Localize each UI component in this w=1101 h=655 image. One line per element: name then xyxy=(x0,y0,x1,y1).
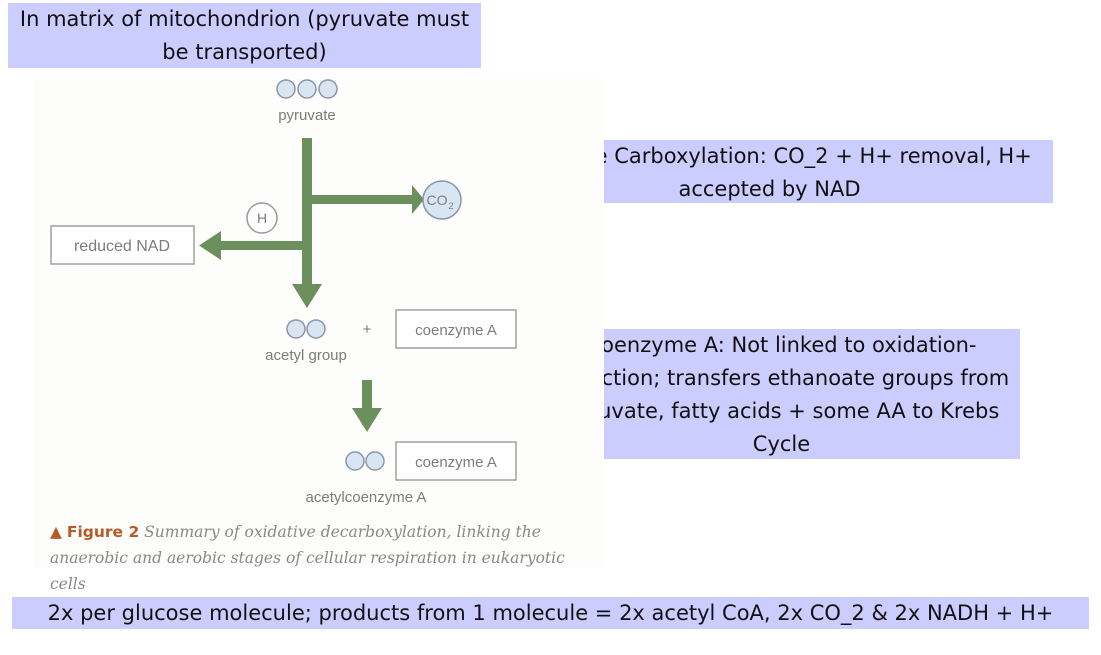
hydrogen-label: H xyxy=(257,210,267,226)
plus-sign: + xyxy=(363,321,372,338)
co2-label: CO xyxy=(427,192,448,208)
note-matrix-location: In matrix of mitochondrion (pyruvate mus… xyxy=(8,3,481,68)
figure-label: Figure 2 xyxy=(66,523,140,541)
figure-caption: ▲ Figure 2 Summary of oxidative decarbox… xyxy=(50,519,600,597)
co2-branch-arrow xyxy=(312,185,424,214)
second-down-arrow xyxy=(352,380,382,432)
caption-text: Summary of oxidative decarboxylation, li… xyxy=(50,523,565,593)
coenzyme-a-label-bottom: coenzyme A xyxy=(415,454,497,471)
pyruvate-molecule-icon xyxy=(276,79,338,99)
hydrogen-icon: H xyxy=(246,202,278,234)
pyruvate-label: pyruvate xyxy=(278,107,336,124)
acetylcoenzyme-a-label: acetylcoenzyme A xyxy=(306,489,427,506)
oxidative-decarboxylation-diagram: pyruvate CO 2 H reduced NAD xyxy=(50,79,517,506)
note-coenzyme-a: Coenzyme A: Not linked to oxidation-redu… xyxy=(543,329,1020,459)
reduced-nad-box xyxy=(50,225,195,265)
textbook-figure: pyruvate CO 2 H reduced NAD xyxy=(34,78,604,593)
acetyl-coa-molecule-icon xyxy=(345,451,385,471)
coenzyme-a-label-top: coenzyme A xyxy=(415,322,497,339)
co2-subscript: 2 xyxy=(448,201,453,211)
main-down-arrow xyxy=(292,138,322,308)
caption-triangle-icon: ▲ xyxy=(50,523,62,541)
acetyl-group-icon xyxy=(286,319,326,339)
coenzyme-a-box-top xyxy=(395,309,517,349)
acetyl-group-label: acetyl group xyxy=(265,347,347,364)
reduced-nad-label: reduced NAD xyxy=(74,238,170,255)
co2-molecule-icon: CO 2 xyxy=(422,180,462,220)
nad-branch-arrow xyxy=(199,231,302,260)
coenzyme-a-box-bottom xyxy=(395,441,517,481)
note-glucose-summary: 2x per glucose molecule; products from 1… xyxy=(12,597,1089,629)
